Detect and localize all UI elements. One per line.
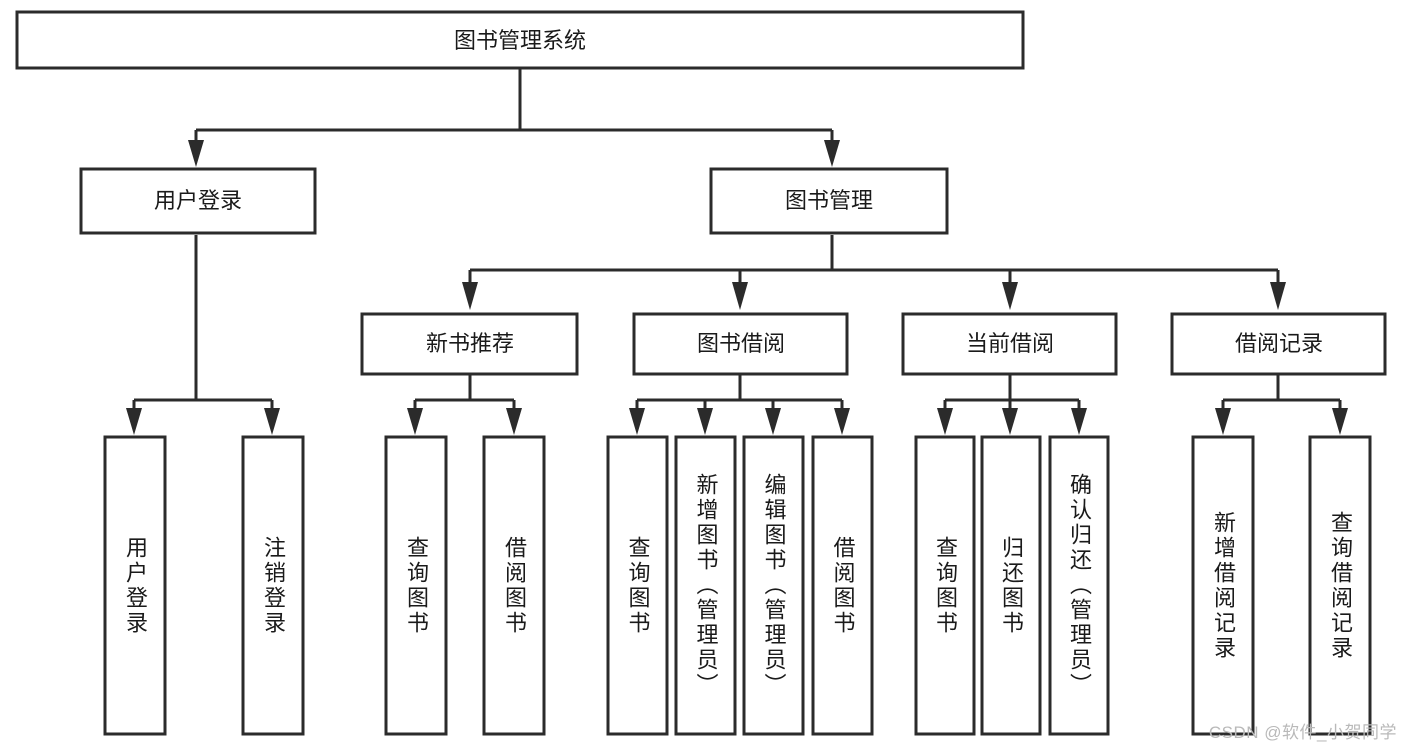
arrowhead-leaf-bb-1 — [629, 408, 645, 435]
arrowhead-book-manage — [824, 140, 840, 167]
arrowhead-leaf-cb-1 — [937, 408, 953, 435]
edge-group-current-borrow — [937, 374, 1087, 435]
node-book-borrow-box[interactable] — [632, 312, 849, 376]
node-user-login-label: 用户登录 — [154, 188, 242, 213]
arrowhead-current-borrow — [1002, 282, 1018, 310]
leaf-box-bb-1[interactable] — [606, 435, 669, 736]
leaf-boxes-user-login — [103, 435, 305, 736]
leaf-box-bb-4[interactable] — [811, 435, 874, 736]
node-user-login[interactable]: 用户登录 — [79, 167, 317, 235]
node-borrow-record-label: 借阅记录 — [1235, 331, 1323, 356]
arrowhead-leaf-cb-2 — [1002, 408, 1018, 435]
leaf-boxes-borrow-record — [1191, 435, 1372, 736]
edge-group-book-borrow — [629, 374, 850, 435]
leaf-box-cb-2[interactable] — [980, 435, 1042, 736]
node-current-borrow[interactable]: 当前借阅 — [901, 312, 1118, 376]
node-borrow-record[interactable]: 借阅记录 — [1170, 312, 1387, 376]
arrowhead-borrow-record — [1270, 282, 1286, 310]
watermark-text: CSDN @软件_小贺同学 — [1208, 723, 1397, 742]
node-book-borrow-label: 图书借阅 — [697, 331, 785, 356]
arrowhead-leaf-br-1 — [1215, 408, 1231, 435]
leaf-box-cb-1[interactable] — [914, 435, 976, 736]
leaf-box-bb-3[interactable] — [742, 435, 805, 736]
arrowhead-leaf-bb-4 — [834, 408, 850, 435]
node-current-borrow-label: 当前借阅 — [966, 331, 1054, 356]
arrowhead-leaf-nbr-2 — [506, 408, 522, 435]
leaf-boxes-current-borrow — [914, 435, 1110, 736]
arrowhead-leaf-br-2 — [1332, 408, 1348, 435]
node-book-manage[interactable]: 图书管理 — [709, 167, 949, 235]
node-book-manage-box[interactable] — [709, 167, 949, 235]
arrowhead-leaf-nbr-1 — [407, 408, 423, 435]
leaf-box-br-1[interactable] — [1191, 435, 1255, 736]
node-book-manage-label: 图书管理 — [785, 188, 873, 213]
arrowhead-leaf-bb-2 — [697, 408, 713, 435]
leaf-box-nbr-2[interactable] — [482, 435, 546, 736]
arrowhead-leaf-user-login-1 — [126, 408, 142, 435]
leaf-box-br-2[interactable] — [1308, 435, 1372, 736]
arrowhead-user-login — [188, 140, 204, 167]
node-book-borrow[interactable]: 图书借阅 — [632, 312, 849, 376]
node-new-book-recommend[interactable]: 新书推荐 — [360, 312, 579, 376]
node-borrow-record-box[interactable] — [1170, 312, 1387, 376]
edge-group-user-login — [126, 235, 280, 435]
node-new-book-recommend-box[interactable] — [360, 312, 579, 376]
node-root-box[interactable] — [15, 10, 1025, 70]
arrowhead-book-borrow — [732, 282, 748, 310]
leaf-boxes-book-borrow — [606, 435, 874, 736]
leaf-boxes-new-book-recommend — [384, 435, 546, 736]
node-current-borrow-box[interactable] — [901, 312, 1118, 376]
node-user-login-box[interactable] — [79, 167, 317, 235]
leaf-box-user-login-1[interactable] — [103, 435, 167, 736]
leaf-box-cb-3[interactable] — [1048, 435, 1110, 736]
edge-group-root — [188, 69, 840, 167]
edge-group-borrow-record — [1215, 374, 1348, 435]
node-root-label: 图书管理系统 — [454, 28, 586, 53]
leaf-box-user-login-2[interactable] — [241, 435, 305, 736]
arrowhead-leaf-user-login-2 — [264, 408, 280, 435]
edge-group-new-book-recommend — [407, 374, 522, 435]
edge-group-book-manage — [462, 235, 1286, 310]
node-new-book-recommend-label: 新书推荐 — [426, 331, 514, 356]
arrowhead-leaf-cb-3 — [1071, 408, 1087, 435]
arrowhead-leaf-bb-3 — [765, 408, 781, 435]
leaf-box-nbr-1[interactable] — [384, 435, 448, 736]
node-root[interactable]: 图书管理系统 — [15, 10, 1025, 70]
leaf-box-bb-2[interactable] — [674, 435, 737, 736]
arrowhead-new-book-recommend — [462, 282, 478, 310]
